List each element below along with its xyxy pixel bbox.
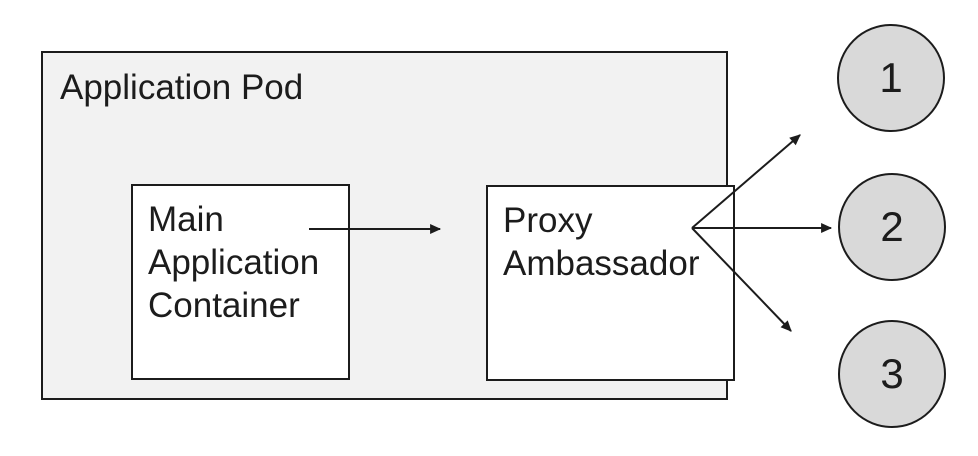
endpoint-circle-2: 2 (838, 173, 946, 281)
application-pod-box: Application Pod Main Application Contain… (41, 51, 735, 400)
proxy-ambassador-label: Proxy Ambassador (503, 201, 700, 283)
endpoint-circle-1: 1 (837, 24, 945, 132)
endpoint-circle-2-label: 2 (880, 203, 904, 250)
proxy-ambassador-box: Proxy Ambassador (486, 185, 735, 381)
application-pod-label: Application Pod (60, 68, 304, 107)
endpoint-circle-3-label: 3 (880, 350, 904, 397)
main-application-container-label: Main Application Container (148, 200, 320, 325)
endpoint-circle-1-label: 1 (879, 54, 903, 101)
endpoint-circle-3: 3 (838, 320, 946, 428)
main-application-container-box: Main Application Container (131, 184, 350, 380)
